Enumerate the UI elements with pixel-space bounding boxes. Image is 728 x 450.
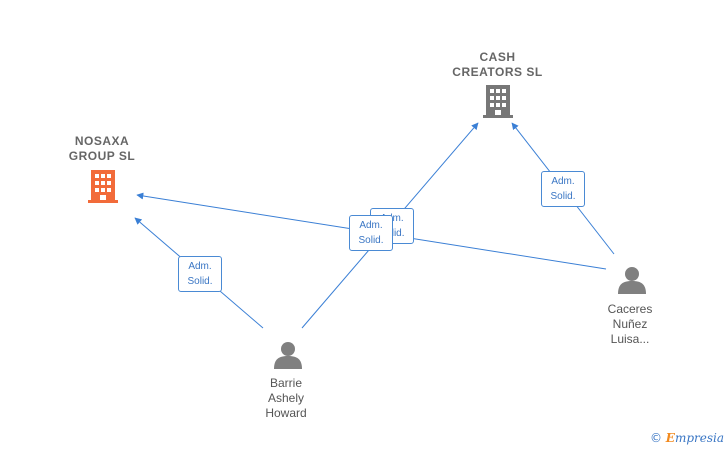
person-label-caceres[interactable]: Caceres Nuñez Luisa... [607,302,653,346]
building-icon[interactable] [483,85,513,118]
empresia-watermark: © Empresia [650,431,724,445]
edge-label: Adm. Solid. [349,215,393,251]
brand-name: mpresia [674,431,724,445]
company-label-cash-creators[interactable]: CASH CREATORS SL [452,50,543,79]
edge-label: Adm. Solid. [178,256,222,292]
person-icon[interactable] [618,267,646,294]
building-icon[interactable] [88,170,118,203]
company-label-nosaxa[interactable]: NOSAXA GROUP SL [68,134,136,163]
person-icon[interactable] [274,342,302,369]
brand-e: E [665,431,675,445]
copyright-symbol: © [649,431,662,445]
edge-label: Adm. Solid. [541,171,585,207]
person-label-barrie[interactable]: Barrie Ashely Howard [265,376,307,420]
